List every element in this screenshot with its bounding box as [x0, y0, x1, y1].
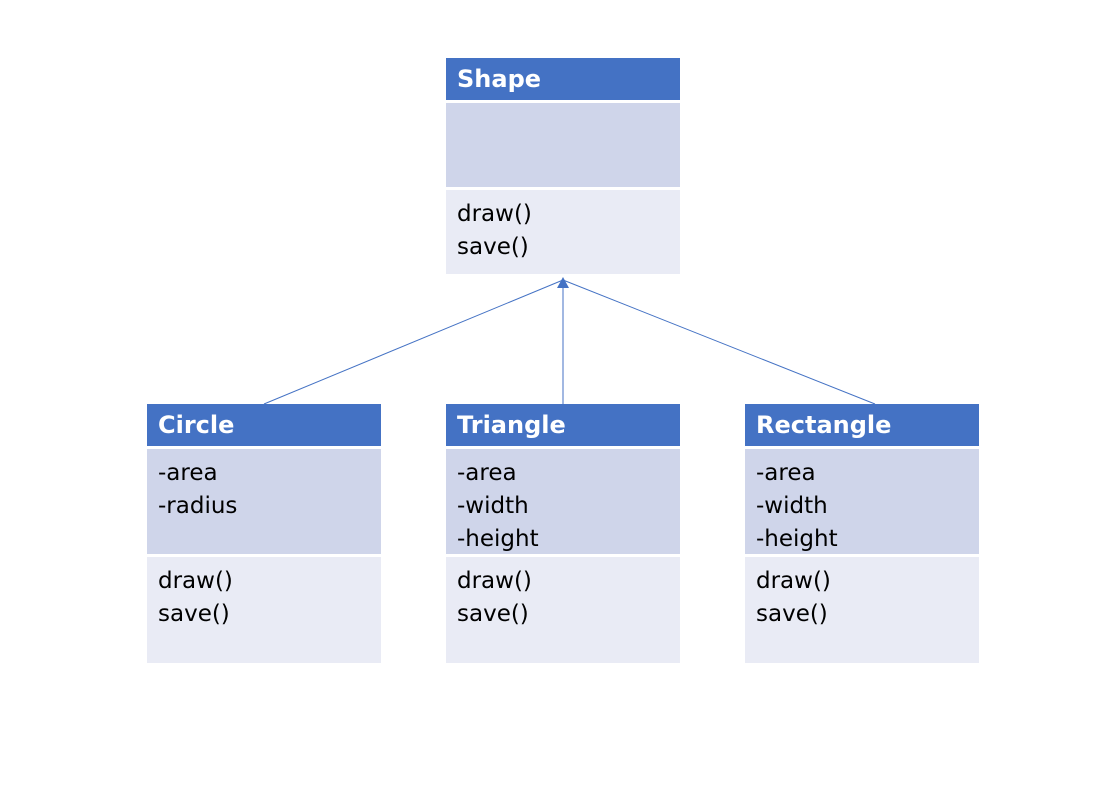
method-item: draw() — [756, 568, 831, 594]
class-shape-header: Shape — [446, 58, 680, 100]
class-triangle-methods: draw() save() — [446, 557, 680, 663]
attribute-item: -height — [457, 526, 539, 552]
class-triangle-attributes: -area -width -height — [446, 449, 680, 554]
class-circle-header: Circle — [147, 404, 381, 446]
class-circle: Circle -area -radius draw() save() — [147, 404, 381, 663]
method-item: save() — [457, 234, 529, 260]
method-item: save() — [457, 601, 529, 627]
attribute-item: -height — [756, 526, 838, 552]
class-triangle: Triangle -area -width -height draw() sav… — [446, 404, 680, 663]
class-circle-attributes: -area -radius — [147, 449, 381, 554]
method-item: draw() — [457, 568, 532, 594]
class-shape: Shape draw() save() — [446, 58, 680, 274]
class-rectangle-header: Rectangle — [745, 404, 979, 446]
method-item: save() — [158, 601, 230, 627]
class-rectangle: Rectangle -area -width -height draw() sa… — [745, 404, 979, 663]
inheritance-arrowhead-icon — [557, 277, 569, 288]
method-item: draw() — [158, 568, 233, 594]
attribute-item: -width — [457, 493, 529, 519]
class-circle-methods: draw() save() — [147, 557, 381, 663]
attribute-item: -area — [457, 460, 517, 486]
attribute-item: -area — [158, 460, 218, 486]
method-item: draw() — [457, 201, 532, 227]
class-rectangle-attributes: -area -width -height — [745, 449, 979, 554]
class-rectangle-methods: draw() save() — [745, 557, 979, 663]
class-shape-methods: draw() save() — [446, 190, 680, 274]
circle-inheritance-line — [263, 279, 564, 405]
attribute-item: -radius — [158, 493, 238, 519]
class-triangle-header: Triangle — [446, 404, 680, 446]
rectangle-inheritance-line — [562, 279, 876, 405]
method-item: save() — [756, 601, 828, 627]
class-shape-attributes — [446, 103, 680, 187]
attribute-item: -area — [756, 460, 816, 486]
attribute-item: -width — [756, 493, 828, 519]
